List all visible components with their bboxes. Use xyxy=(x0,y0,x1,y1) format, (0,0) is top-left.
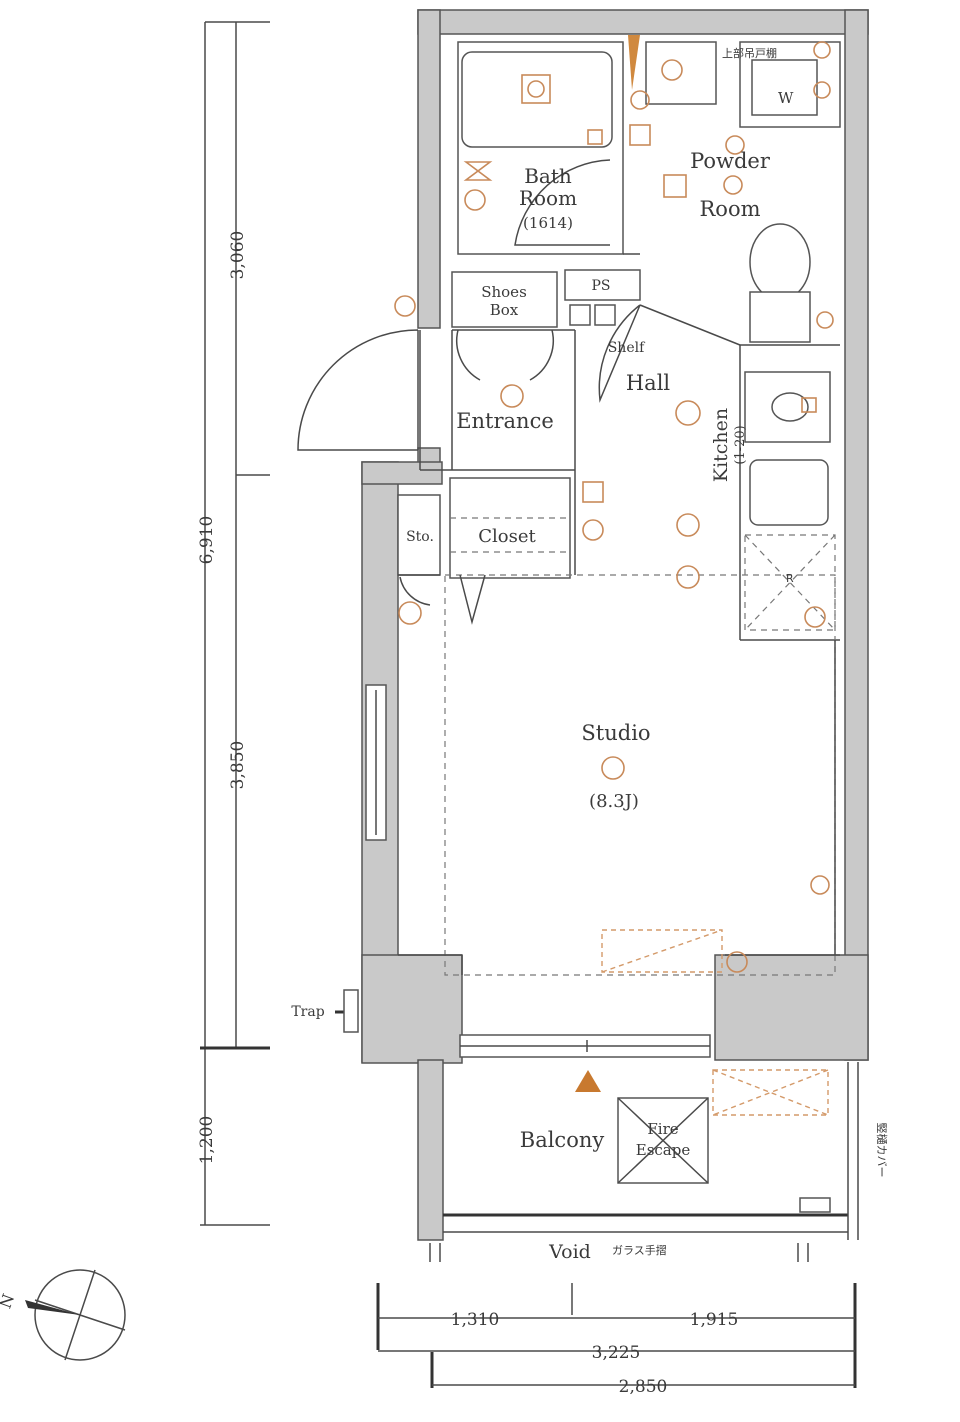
label-bath-size: (1614) xyxy=(523,214,573,232)
dim-bottom-total: 3,225 xyxy=(592,1343,641,1363)
label-hall: Hall xyxy=(626,371,671,395)
label-w: W xyxy=(778,89,794,107)
electrical-symbols xyxy=(394,35,834,1116)
label-kitchen: Kitchen xyxy=(710,408,732,482)
compass xyxy=(25,1269,126,1361)
compass-north-label: N xyxy=(0,1291,18,1311)
label-shoes-1: Shoes xyxy=(481,283,527,301)
dim-left-bottom: 1,200 xyxy=(197,1116,217,1165)
dim-left-top: 3,060 xyxy=(228,231,248,280)
label-void: Void xyxy=(548,1241,591,1263)
label-studio: Studio xyxy=(581,721,650,745)
label-bath-2: Room xyxy=(519,186,577,210)
label-powder-2: Room xyxy=(699,197,760,221)
label-storage: Sto. xyxy=(406,529,434,545)
label-glass-rail: ガラス手摺 xyxy=(612,1243,667,1257)
label-fire-2: Escape xyxy=(636,1141,691,1159)
label-top-note: 上部吊戸棚 xyxy=(722,46,777,60)
doors xyxy=(297,159,741,625)
label-trap: Trap xyxy=(291,1004,324,1020)
label-shelf: Shelf xyxy=(608,340,646,356)
fire-escape-hatch xyxy=(617,1097,709,1184)
label-studio-size: (8.3J) xyxy=(589,791,639,812)
left-dimension-lines xyxy=(200,21,270,1226)
trap-marker xyxy=(335,989,359,1033)
label-r: R xyxy=(786,572,794,585)
label-powder-1: Powder xyxy=(690,149,771,173)
bottom-dimension-lines xyxy=(376,1283,857,1388)
label-balcony: Balcony xyxy=(520,1128,605,1152)
label-right-note: 竪樋カバー xyxy=(875,1123,889,1178)
dim-bottom-inner: 2,850 xyxy=(619,1377,668,1397)
label-kitchen-size: (1-20) xyxy=(733,425,748,464)
dim-bottom-right: 1,915 xyxy=(690,1310,739,1330)
dim-left-total: 6,910 xyxy=(197,516,217,565)
void-posts xyxy=(429,1243,809,1262)
label-ps: PS xyxy=(591,278,610,294)
label-fire-1: Fire xyxy=(647,1120,678,1138)
label-shoes-2: Box xyxy=(490,301,519,319)
dim-bottom-left: 1,310 xyxy=(451,1310,500,1330)
label-closet: Closet xyxy=(478,526,536,547)
dim-left-mid: 3,850 xyxy=(228,741,248,790)
label-entrance: Entrance xyxy=(456,409,554,433)
label-bath-1: Bath xyxy=(524,164,572,188)
